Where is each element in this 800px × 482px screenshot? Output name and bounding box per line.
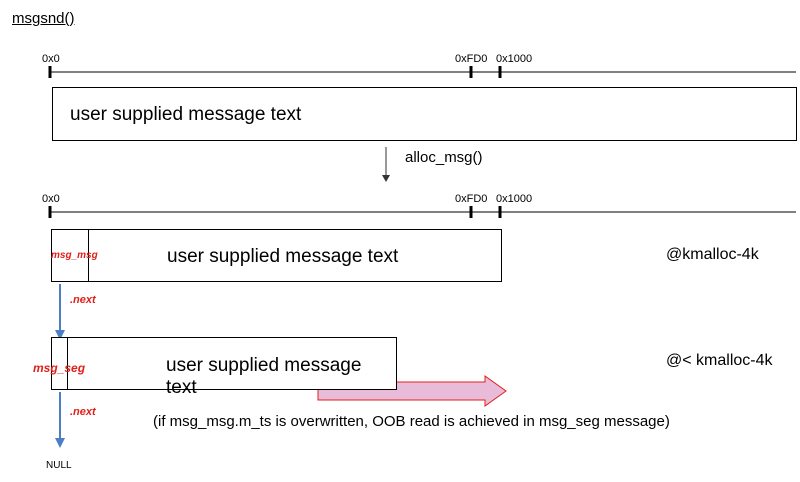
next-label-1: .next (70, 294, 96, 306)
next-label-2: .next (70, 406, 96, 418)
lt-kmalloc-label: @< kmalloc-4k (666, 352, 773, 369)
msg-msg-header-label: msg_msg (51, 250, 98, 261)
ruler-bottom-mid-label: 0xFD0 (455, 193, 488, 205)
ruler-bottom-start-label: 0x0 (42, 193, 60, 205)
msg-seg-header-label: msg_seg (33, 361, 86, 375)
alloc-arrow-head (382, 175, 390, 182)
msg-msg-divider (88, 230, 89, 281)
null-label: NULL (46, 460, 72, 471)
page-title: msgsnd() (12, 10, 75, 27)
msg-seg-divider (67, 338, 68, 389)
ruler-top-start-label: 0x0 (42, 53, 60, 65)
kmalloc-label: @kmalloc-4k (666, 246, 759, 263)
top-message-box: user supplied message text (52, 87, 797, 141)
oob-note: (if msg_msg.m_ts is overwritten, OOB rea… (153, 413, 670, 430)
msg-seg-text: user supplied message text (166, 355, 362, 398)
msg-msg-box: user supplied message text (51, 229, 502, 282)
ruler-top-mid-label: 0xFD0 (455, 53, 488, 65)
next-arrow-1-head (55, 330, 65, 340)
ruler-top-end-label: 0x1000 (496, 53, 533, 65)
top-message-text: user supplied message text (70, 104, 302, 125)
alloc-label: alloc_msg() (405, 149, 483, 166)
next-arrow-2-head (55, 438, 65, 448)
ruler-bottom-end-label: 0x1000 (496, 193, 533, 205)
msg-msg-text: user supplied message text (167, 246, 399, 267)
msg-seg-box: user supplied message text (51, 337, 397, 398)
